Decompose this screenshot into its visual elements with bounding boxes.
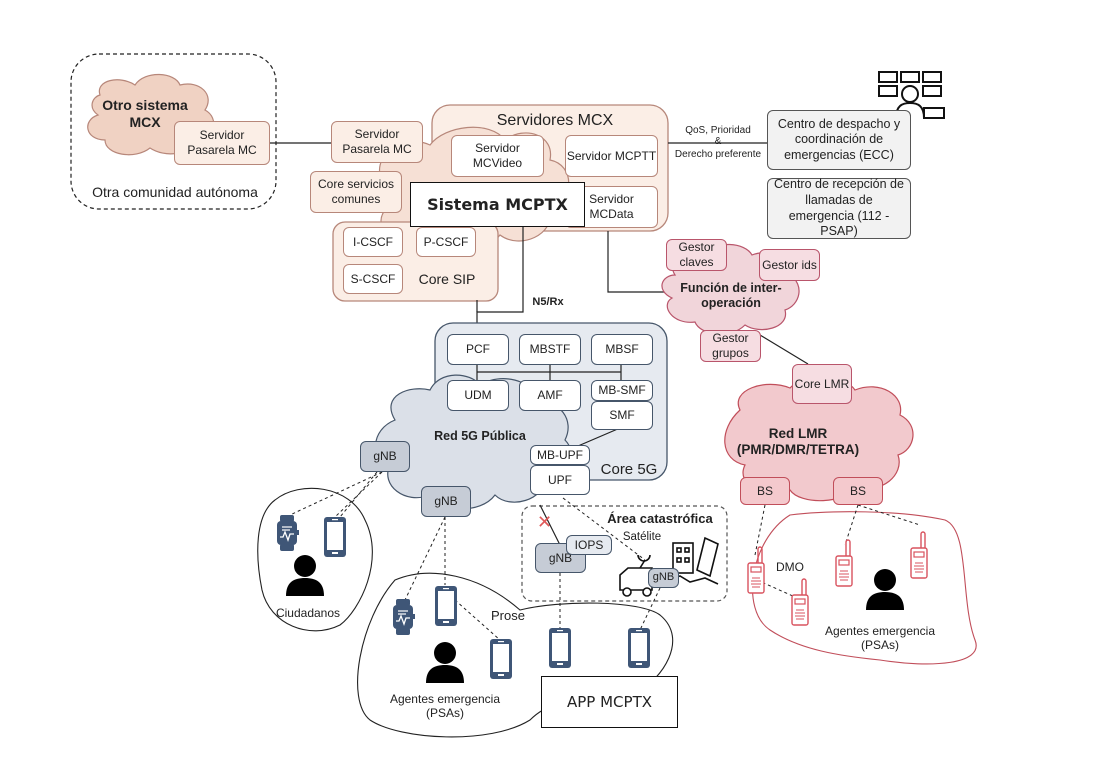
- lmr-agents-label: Agentes emergencia (PSAs): [824, 623, 936, 652]
- citizens-area: [257, 487, 373, 632]
- base-station[interactable]: BS: [740, 477, 790, 505]
- smf-node[interactable]: SMF: [591, 401, 653, 430]
- group-manager[interactable]: Gestor grupos: [700, 330, 761, 362]
- dispatcher-icon: [878, 71, 945, 119]
- citizens-label: Ciudadanos: [275, 605, 341, 620]
- core-sip-title: Core SIP: [418, 270, 476, 287]
- mobile-gnb-node[interactable]: gNB: [648, 568, 679, 588]
- qos-label-line2: &: [714, 136, 722, 147]
- agent-person-icon: [866, 569, 904, 610]
- gnb-node[interactable]: gNB: [360, 441, 410, 472]
- smartphone-icon: [435, 586, 457, 626]
- smartphone-icon: [490, 639, 512, 679]
- radio-icon: [791, 578, 809, 626]
- lmr-core[interactable]: Core LMR: [792, 364, 852, 404]
- external-region-label: Otra comunidad autónoma: [92, 183, 258, 200]
- disaster-area: [521, 505, 728, 602]
- id-manager[interactable]: Gestor ids: [759, 249, 820, 281]
- disaster-area-title: Área catastrófica: [607, 511, 713, 527]
- smartphone-icon: [324, 517, 346, 557]
- broken-link-x-icon: ✕: [537, 512, 552, 532]
- qos-label-line3: Derecho preferente: [674, 149, 762, 160]
- core-5g-title: Core 5G: [600, 461, 658, 478]
- icscf-node[interactable]: I-CSCF: [343, 227, 403, 257]
- system-mcptx-label: Sistema MCPTX: [410, 182, 585, 227]
- qos-label-line1: QoS, Prioridad: [685, 125, 751, 136]
- citizen-person-icon: [286, 555, 324, 596]
- interop-title: Función de inter-operación: [680, 281, 782, 310]
- satellite-van-icon: [619, 554, 653, 597]
- agent-person-icon: [426, 642, 464, 683]
- upf-node[interactable]: UPF: [530, 465, 590, 495]
- smartwatch-icon: [392, 598, 416, 636]
- external-gateway-server[interactable]: Servidor Pasarela MC: [174, 121, 270, 165]
- amf-node[interactable]: AMF: [519, 380, 581, 411]
- mcx-gateway-server[interactable]: Servidor Pasarela MC: [331, 121, 423, 163]
- smartwatch-icon: [276, 514, 300, 552]
- n5rx-label: N5/Rx: [532, 296, 564, 309]
- lmr-network-title: Red LMR (PMR/DMR/TETRA): [736, 425, 860, 457]
- external-cloud-label: Otro sistema MCX: [102, 97, 188, 130]
- smartphone-icon: [549, 628, 571, 668]
- smartphone-icon: [628, 628, 650, 668]
- iops-node[interactable]: IOPS: [566, 535, 612, 555]
- common-services-core[interactable]: Core servicios comunes: [310, 171, 402, 213]
- mcvideo-server[interactable]: Servidor MCVideo: [451, 135, 544, 177]
- radio-icon: [910, 531, 928, 579]
- mcptt-server[interactable]: Servidor MCPTT: [565, 135, 658, 177]
- radio-icon: [835, 539, 853, 587]
- agents-lmr-area: [752, 511, 977, 665]
- agents-5g-label: Agentes emergencia (PSAs): [389, 691, 501, 720]
- gnb-node[interactable]: gNB: [421, 486, 471, 517]
- radio-icon: [747, 546, 765, 594]
- mbsf-node[interactable]: MBSF: [591, 334, 653, 365]
- prose-label: Prose: [491, 608, 525, 624]
- dmo-label: DMO: [776, 559, 804, 574]
- pcf-node[interactable]: PCF: [447, 334, 509, 365]
- mbupf-node[interactable]: MB-UPF: [530, 445, 590, 465]
- app-mcptx-label: APP MCPTX: [541, 676, 678, 728]
- scscf-node[interactable]: S-CSCF: [343, 264, 403, 294]
- ecc-center[interactable]: Centro de despacho y coordinación de eme…: [767, 110, 911, 170]
- pcscf-node[interactable]: P-CSCF: [416, 227, 476, 257]
- key-manager[interactable]: Gestor claves: [666, 239, 727, 271]
- psap-center[interactable]: Centro de recepción de llamadas de emerg…: [767, 177, 911, 239]
- base-station[interactable]: BS: [833, 477, 883, 505]
- satellite-label: Satélite: [622, 531, 662, 544]
- public-5g-title: Red 5G Pública: [434, 428, 526, 443]
- mbstf-node[interactable]: MBSTF: [519, 334, 581, 365]
- mcx-servers-title: Servidores MCX: [496, 112, 614, 130]
- mbsmf-node[interactable]: MB-SMF: [591, 380, 653, 401]
- udm-node[interactable]: UDM: [447, 380, 509, 411]
